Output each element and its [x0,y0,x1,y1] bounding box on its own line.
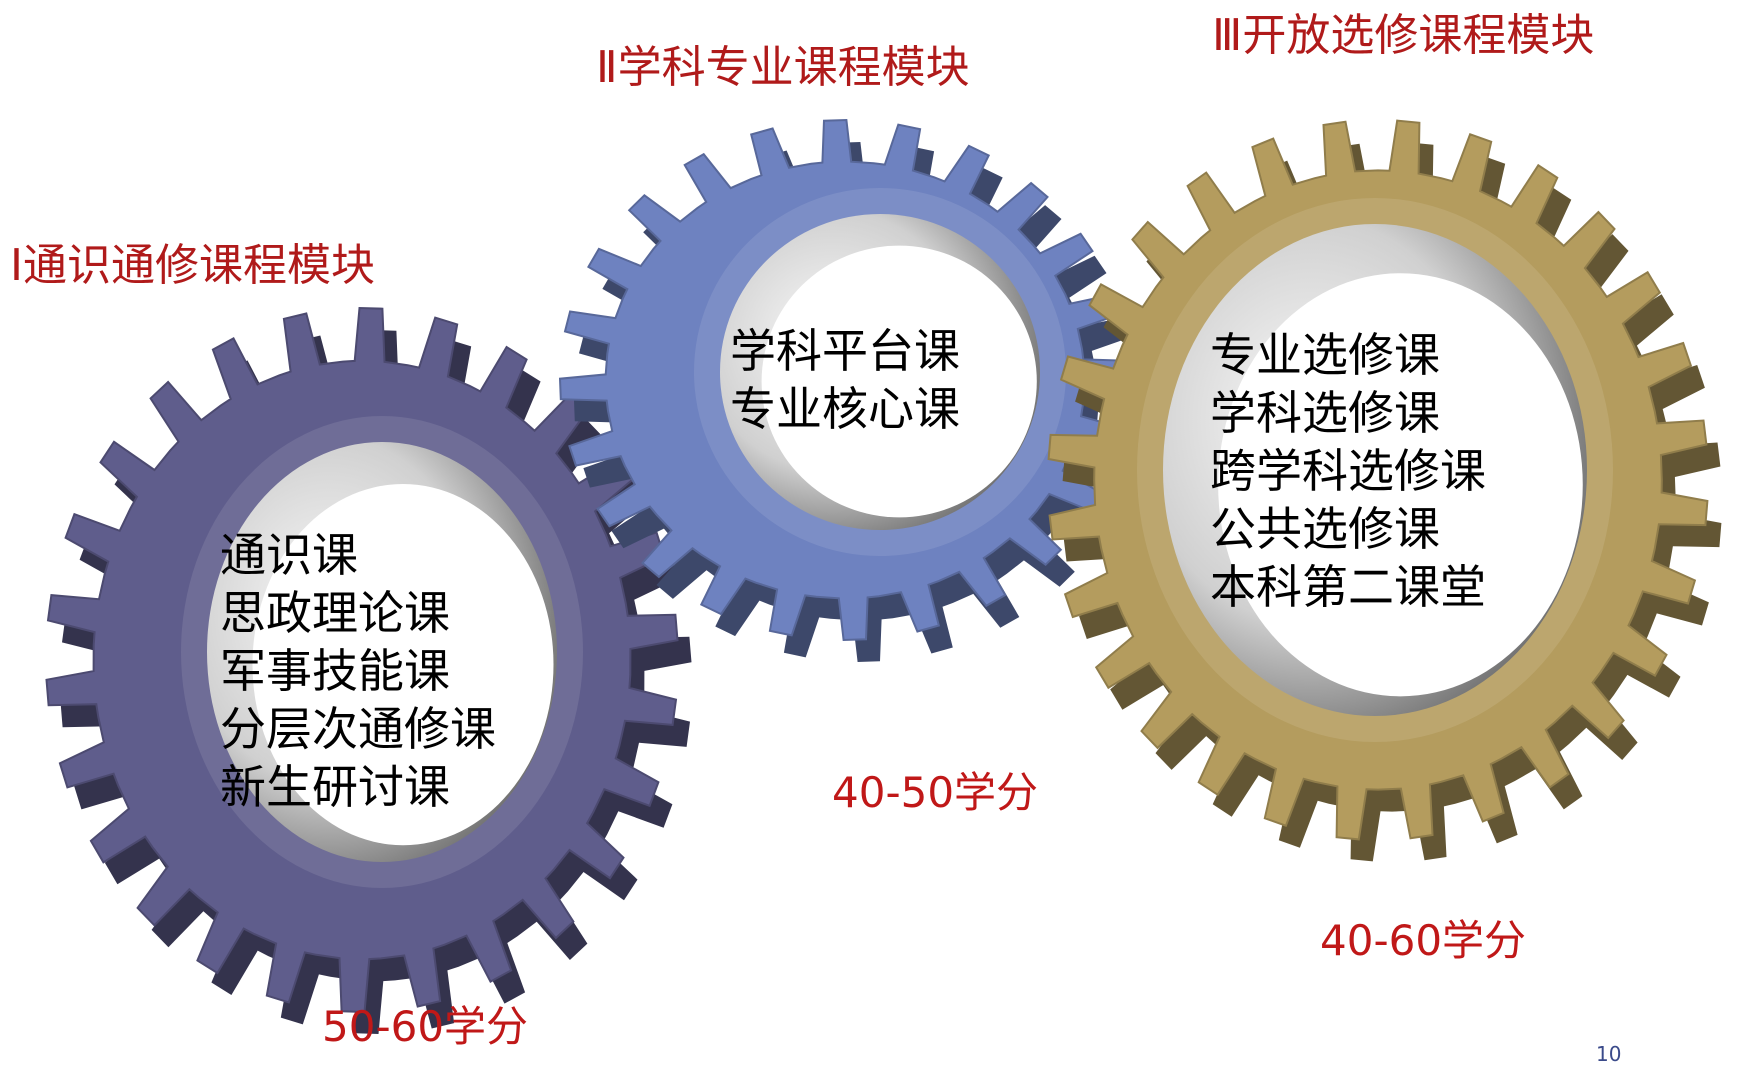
gear-2 [558,118,1144,662]
module-3-title: Ⅲ开放选修课程模块 [1212,10,1595,61]
module-1-course-item: 通识课 [220,528,358,582]
module-2-course-list: 学科平台课 专业核心课 [730,322,960,438]
module-2-title: Ⅱ学科专业课程模块 [596,42,970,93]
module-1-course-item: 分层次通修课 [220,702,496,756]
module-1-course-list: 通识课 思政理论课 军事技能课 分层次通修课 新生研讨课 [220,526,496,816]
gear-3 [1047,119,1722,862]
module-1-credits: 50-60学分 [322,1002,529,1051]
gear-3-hole-inner [1218,273,1583,697]
module-1-course-item: 思政理论课 [220,586,450,640]
module-1-course-item: 新生研讨课 [220,760,450,814]
module-2-course-item: 学科平台课 [730,324,960,378]
module-3-course-item: 跨学科选修课 [1210,444,1486,498]
module-3-course-item: 专业选修课 [1210,328,1440,382]
module-3-course-list: 专业选修课 学科选修课 跨学科选修课 公共选修课 本科第二课堂 [1210,326,1486,616]
module-1-course-item: 军事技能课 [220,644,450,698]
module-3-credits: 40-60学分 [1320,916,1527,965]
gear-2-hole-inner [761,245,1037,518]
module-3-course-item: 学科选修课 [1210,386,1440,440]
module-2-credits: 40-50学分 [832,768,1039,817]
module-1-title: Ⅰ通识通修课程模块 [10,240,375,291]
module-3-course-item: 本科第二课堂 [1210,560,1486,614]
gear-1 [45,306,692,1034]
page-number: 10 [1596,1042,1622,1066]
module-2-course-item: 专业核心课 [730,382,960,436]
module-3-course-item: 公共选修课 [1210,502,1440,556]
gear-1-hole-inner [252,483,554,846]
